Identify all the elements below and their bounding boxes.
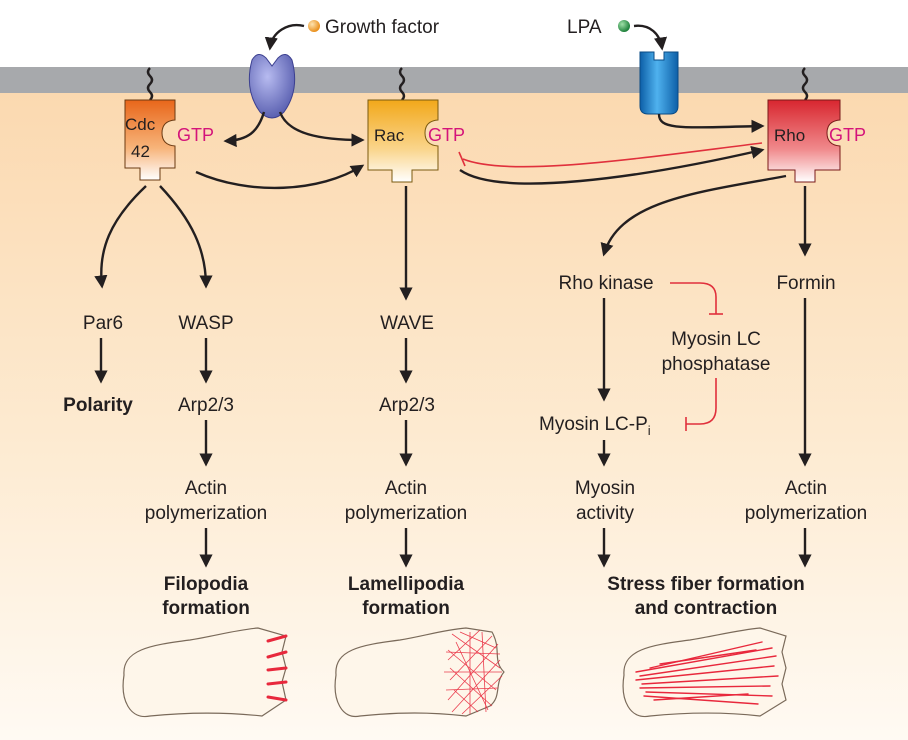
arrow-cdc42-to-wasp xyxy=(159,185,213,289)
phosphatase-label-line2: phosphatase xyxy=(662,354,771,375)
rho-gtpase: Rho GTP xyxy=(767,99,866,183)
lamellipodia-label-line2: formation xyxy=(362,598,450,619)
rac-lipid-anchor xyxy=(398,67,406,101)
myosin-lcp-label: Myosin LC-Pi xyxy=(539,414,651,438)
cdc42-label-line1: Cdc xyxy=(125,115,156,134)
rac-label: Rac xyxy=(374,126,405,145)
rho-label: Rho xyxy=(774,126,805,145)
cdc42-actin-label-line2: polymerization xyxy=(145,503,268,524)
rac-actin-label-line2: polymerization xyxy=(345,503,468,524)
stress-fiber-label-line1: Stress fiber formation xyxy=(607,574,804,595)
inhibition-rho-to-rac xyxy=(462,142,763,168)
inhibition-phosphatase-to-myosin-lcp xyxy=(686,378,717,425)
cdc42-gtpase: Cdc 42 GTP xyxy=(124,99,214,181)
rho-actin-label-line1: Actin xyxy=(785,478,827,499)
plasma-membrane xyxy=(0,67,908,93)
cdc42-label-line2: 42 xyxy=(131,142,150,161)
phosphatase-label-line1: Myosin LC xyxy=(671,329,761,350)
cdc42-actin-label-line1: Actin xyxy=(185,478,227,499)
rac-arp-label: Arp2/3 xyxy=(379,395,435,416)
myosin-activity-label-line2: activity xyxy=(576,503,635,524)
lpa-label: LPA xyxy=(567,17,602,38)
par6-label: Par6 xyxy=(83,313,123,334)
filopodia-label-line1: Filopodia xyxy=(164,574,249,595)
arrow-lpa-receptor-to-rho xyxy=(657,113,765,133)
arrow-rac-to-rho xyxy=(459,145,765,185)
stress-fiber-cell-illustration xyxy=(622,627,787,718)
filopodia-label-line2: formation xyxy=(162,598,250,619)
arrow-gf-receptor-to-cdc42 xyxy=(223,111,266,148)
stress-fiber-label-line2: and contraction xyxy=(635,598,778,619)
wasp-label: WASP xyxy=(178,313,233,334)
arrow-cdc42-to-rac xyxy=(195,164,365,190)
arrow-lpa-to-receptor xyxy=(633,24,668,51)
inhibition-rho-to-rac-bar xyxy=(458,151,466,167)
filopodia-cell-illustration xyxy=(122,627,288,718)
cdc42-gtp-label: GTP xyxy=(177,125,214,145)
arrow-growth-factor-to-receptor xyxy=(264,23,305,51)
lpa-icon xyxy=(618,20,630,32)
arrow-cdc42-to-par6 xyxy=(94,185,147,289)
polarity-label: Polarity xyxy=(63,395,133,416)
cdc42-arp-label: Arp2/3 xyxy=(178,395,234,416)
growth-factor-receptor-icon xyxy=(248,54,296,119)
wave-label: WAVE xyxy=(380,313,434,334)
cdc42-lipid-anchor xyxy=(146,67,154,101)
growth-factor-icon xyxy=(308,20,320,32)
rho-actin-label-line2: polymerization xyxy=(745,503,868,524)
formin-label: Formin xyxy=(776,273,835,294)
arrow-gf-receptor-to-rac xyxy=(278,111,365,147)
rho-lipid-anchor xyxy=(801,67,809,101)
rho-kinase-label: Rho kinase xyxy=(558,273,653,294)
rac-actin-label-line1: Actin xyxy=(385,478,427,499)
rac-gtp-label: GTP xyxy=(428,125,465,145)
myosin-lcp-subscript: i xyxy=(648,423,651,438)
myosin-activity-label-line1: Myosin xyxy=(575,478,635,499)
arrow-rho-to-rho-kinase xyxy=(600,174,787,257)
rho-gtp-label: GTP xyxy=(829,125,866,145)
lamellipodia-cell-illustration xyxy=(334,627,505,718)
lpa-receptor-icon xyxy=(639,51,679,115)
lamellipodia-label-line1: Lamellipodia xyxy=(348,574,465,595)
rac-gtpase: Rac GTP xyxy=(367,99,465,183)
inhibition-rho-kinase-to-phosphatase xyxy=(670,282,717,314)
growth-factor-label: Growth factor xyxy=(325,17,440,38)
